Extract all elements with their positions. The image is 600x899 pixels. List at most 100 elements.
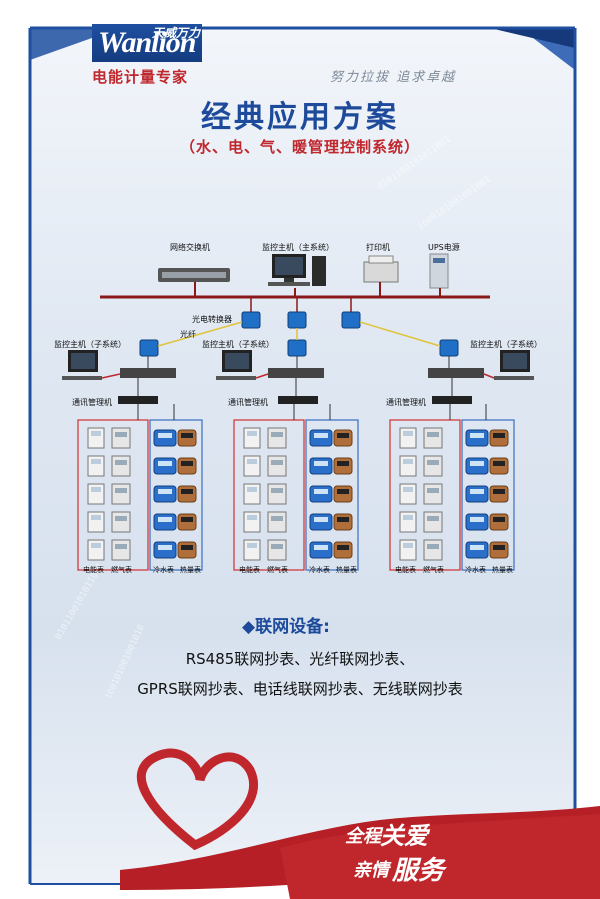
gas-meter-display [427, 432, 439, 437]
heat-meter-display [337, 517, 349, 522]
water-meter-display [158, 545, 172, 550]
water-meter-display [314, 545, 328, 550]
water-meter-display [314, 433, 328, 438]
electric-meter-display [247, 515, 257, 520]
ribbon-word-4: 服务 [392, 856, 445, 886]
heat-meter-display [181, 545, 193, 550]
comm-label: 通讯管理机 [72, 398, 112, 407]
comm-label: 通讯管理机 [386, 398, 426, 407]
gas-meter-display [115, 544, 127, 549]
heat-meter-display [337, 489, 349, 494]
meter-label-electric: 电能表 [395, 566, 416, 574]
electric-meter-display [403, 459, 413, 464]
ribbon-word-2: 关爱 [380, 822, 428, 850]
switch-label: 网络交换机 [170, 243, 210, 252]
electric-meter-display [247, 543, 257, 548]
gas-meter-display [115, 460, 127, 465]
ribbon-word-3: 亲情 [353, 860, 389, 881]
electric-meter-display [91, 431, 101, 436]
heat-meter-display [493, 489, 505, 494]
bus-electric-gas [389, 419, 461, 571]
electric-meter-display [247, 459, 257, 464]
logo-cn: 天威万力 [152, 26, 201, 40]
electric-meter-display [403, 487, 413, 492]
heat-meter-display [493, 433, 505, 438]
tagline: 电能计量专家 [92, 68, 189, 86]
water-meter-display [314, 461, 328, 466]
bus-electric-gas [77, 419, 149, 571]
bus-water-heat [305, 419, 359, 571]
electric-meter-display [91, 515, 101, 520]
water-meter-display [158, 489, 172, 494]
converter-icon [139, 311, 459, 357]
meter-label-heat: 热量表 [180, 566, 201, 574]
water-meter-display [470, 517, 484, 522]
meter-label-gas: 燃气表 [423, 566, 444, 574]
converter-label: 光电转换器 [192, 315, 232, 324]
page-subtitle: （水、电、气、暖管理控制系统） [179, 138, 420, 156]
electric-meter-display [91, 543, 101, 548]
water-meter-display [470, 545, 484, 550]
meter-label-heat: 热量表 [336, 566, 357, 574]
heat-meter-display [337, 461, 349, 466]
meter-label-gas: 燃气表 [267, 566, 288, 574]
water-meter-display [470, 489, 484, 494]
ups-icon [429, 253, 449, 289]
gas-meter-display [271, 432, 283, 437]
heat-meter-display [337, 545, 349, 550]
heat-meter-display [181, 461, 193, 466]
sub-host-label: 监控主机（子系统） [202, 340, 274, 349]
gas-meter-display [271, 488, 283, 493]
features-line-2: GPRS联网抄表、电话线联网抄表、无线联网抄表 [137, 680, 463, 698]
electric-meter-display [247, 487, 257, 492]
meter-label-water: 冷水表 [309, 566, 330, 574]
gas-meter-display [115, 432, 127, 437]
logo-box [92, 24, 202, 62]
ups-label: UPS电源 [428, 243, 460, 252]
slogan: 努力拉拔 追求卓越 [330, 70, 457, 85]
features-heading-text: 联网设备: [255, 617, 330, 637]
printer-label: 打印机 [366, 243, 390, 252]
water-meter-display [314, 517, 328, 522]
main-host-label: 监控主机（主系统） [262, 243, 334, 252]
heat-meter-display [493, 517, 505, 522]
gas-meter-display [427, 544, 439, 549]
meter-label-gas: 燃气表 [111, 566, 132, 574]
bullet-icon: ◆ [242, 617, 256, 637]
electric-meter-display [403, 515, 413, 520]
gas-meter-display [115, 516, 127, 521]
electric-meter-display [247, 431, 257, 436]
water-meter-display [314, 489, 328, 494]
bus-electric-gas [233, 419, 305, 571]
heat-meter-display [181, 433, 193, 438]
gas-meter-display [427, 516, 439, 521]
electric-meter-display [403, 431, 413, 436]
electric-meter-display [403, 543, 413, 548]
bus-water-heat [149, 419, 203, 571]
water-meter-display [158, 517, 172, 522]
meter-label-water: 冷水表 [465, 566, 486, 574]
gas-meter-display [271, 516, 283, 521]
water-meter-display [158, 461, 172, 466]
logo-en: Wanlion [98, 26, 196, 59]
main-host-icon [268, 254, 326, 286]
ribbon-word-1: 全程 [345, 826, 381, 847]
heat-meter-display [493, 461, 505, 466]
sub-host-label: 监控主机（子系统） [470, 340, 542, 349]
network-switch-icon [158, 268, 230, 282]
gas-meter-display [427, 488, 439, 493]
electric-meter-display [91, 487, 101, 492]
water-meter-display [158, 433, 172, 438]
page-title: 经典应用方案 [201, 100, 399, 135]
fiber-label: 光纤 [180, 330, 196, 339]
meter-groups [77, 404, 515, 571]
gas-meter-display [427, 460, 439, 465]
features-line-1: RS485联网抄表、光纤联网抄表、 [185, 650, 415, 668]
heat-meter-display [337, 433, 349, 438]
water-meter-display [470, 461, 484, 466]
gas-meter-display [115, 488, 127, 493]
heat-meter-display [181, 517, 193, 522]
printer-icon [363, 255, 399, 283]
